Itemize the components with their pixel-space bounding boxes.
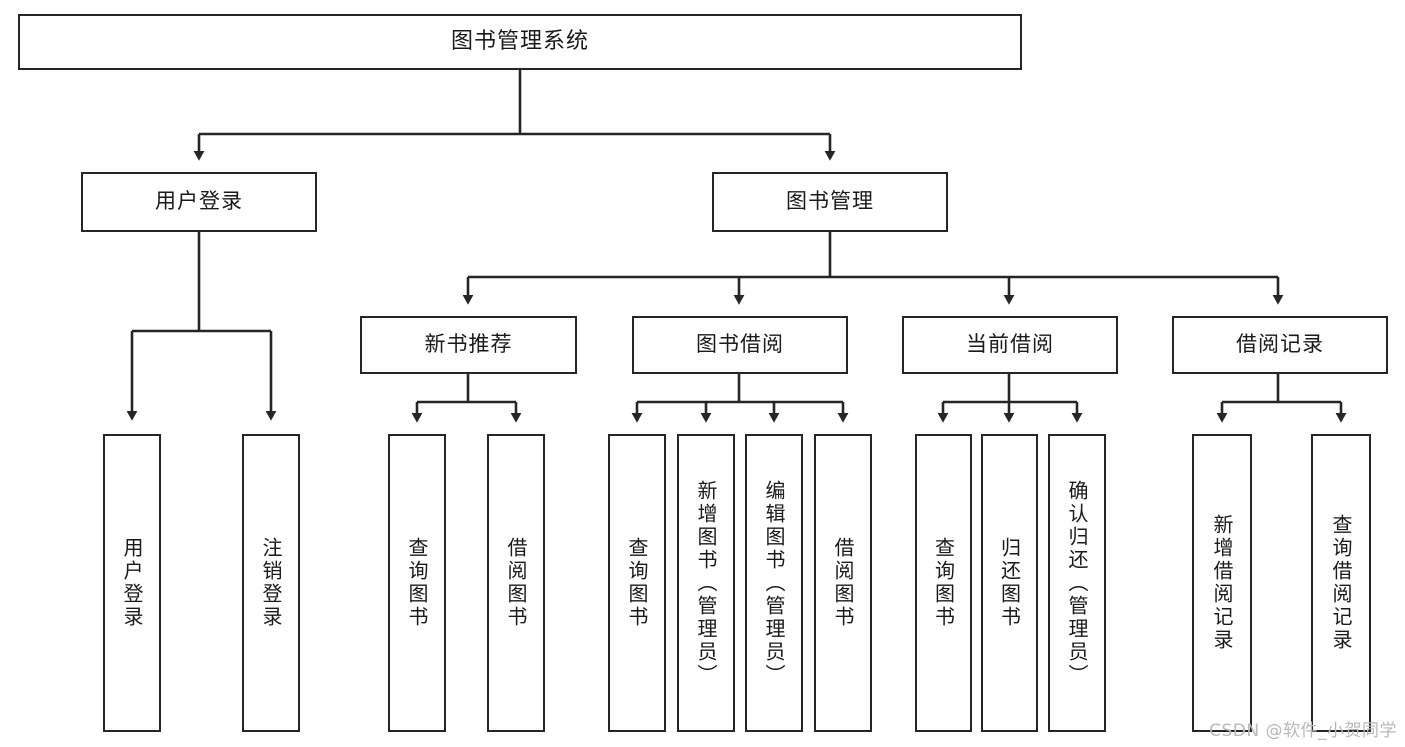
node-label: 借阅图书 [504, 537, 528, 629]
node-label: 用户登录 [155, 189, 243, 214]
leaf-records-add-record[interactable]: 新增借阅记录 [1192, 434, 1252, 732]
node-current-borrow[interactable]: 当前借阅 [902, 316, 1118, 374]
node-label: 确认归还（管理员） [1065, 479, 1089, 687]
leaf-current-query-book[interactable]: 查询图书 [915, 434, 972, 732]
leaf-records-query-record[interactable]: 查询借阅记录 [1311, 434, 1371, 732]
leaf-borrow-edit-book[interactable]: 编辑图书（管理员） [745, 434, 803, 732]
node-label: 编辑图书（管理员） [762, 479, 786, 687]
node-book-management[interactable]: 图书管理 [712, 172, 948, 232]
node-root-system[interactable]: 图书管理系统 [18, 14, 1022, 70]
leaf-user-login-login[interactable]: 用户登录 [103, 434, 161, 732]
node-label: 归还图书 [997, 537, 1022, 629]
node-label: 借阅图书 [831, 537, 855, 629]
node-label: 新增借阅记录 [1210, 514, 1234, 652]
leaf-current-return-book[interactable]: 归还图书 [981, 434, 1038, 732]
leaf-new-book-query[interactable]: 查询图书 [388, 434, 446, 732]
node-borrow-records[interactable]: 借阅记录 [1172, 316, 1388, 374]
node-label: 查询借阅记录 [1329, 514, 1353, 652]
node-book-borrow[interactable]: 图书借阅 [632, 316, 848, 374]
leaf-borrow-query-book[interactable]: 查询图书 [608, 434, 666, 732]
node-new-book-recommend[interactable]: 新书推荐 [360, 316, 577, 374]
node-user-login[interactable]: 用户登录 [81, 172, 317, 232]
node-label: 查询图书 [931, 537, 956, 629]
node-label: 新增图书（管理员） [694, 479, 718, 687]
node-label: 图书管理系统 [450, 28, 589, 54]
node-label: 图书管理 [786, 189, 874, 214]
watermark-text: CSDN @软件_小贺同学 [1209, 721, 1397, 741]
leaf-borrow-add-book[interactable]: 新增图书（管理员） [677, 434, 735, 732]
node-label: 用户登录 [120, 537, 144, 629]
node-label: 查询图书 [405, 537, 429, 629]
leaf-new-book-borrow[interactable]: 借阅图书 [487, 434, 545, 732]
leaf-borrow-borrow-book[interactable]: 借阅图书 [814, 434, 872, 732]
node-label: 注销登录 [259, 537, 283, 629]
leaf-current-confirm-return[interactable]: 确认归还（管理员） [1048, 434, 1106, 732]
node-label: 借阅记录 [1236, 332, 1324, 357]
node-label: 新书推荐 [424, 332, 513, 357]
node-label: 查询图书 [625, 537, 649, 629]
node-label: 当前借阅 [966, 332, 1054, 357]
leaf-user-login-logout[interactable]: 注销登录 [242, 434, 300, 732]
node-label: 图书借阅 [696, 332, 784, 357]
